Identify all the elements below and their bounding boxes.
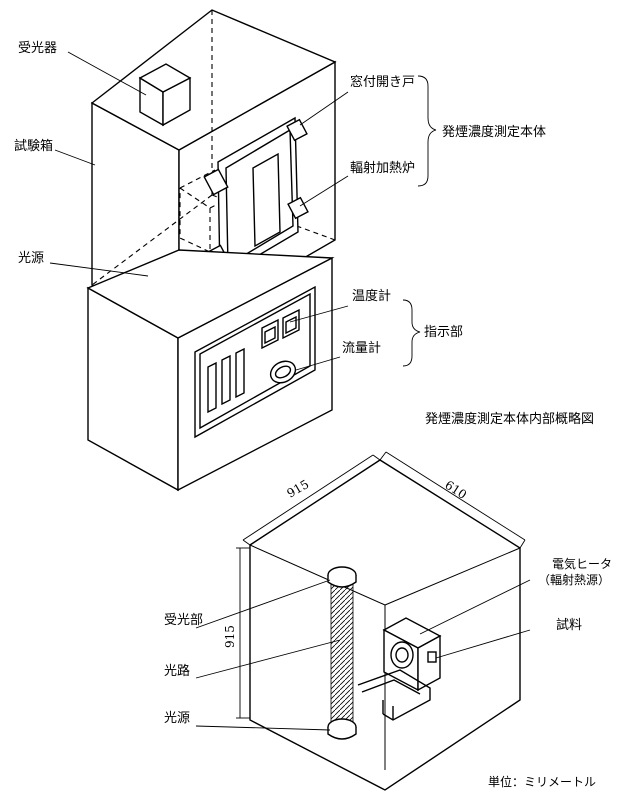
interior-box	[249, 459, 521, 791]
indicator-box	[86, 249, 335, 492]
label-receiver-part: 受光部	[164, 613, 203, 628]
interior-title: 発煙濃度測定本体内部概略図	[425, 411, 594, 427]
label-test-box: 試験箱	[14, 138, 53, 154]
label-receiver: 受光器	[18, 41, 57, 56]
dimension-lines	[236, 451, 526, 719]
label-heater-line2: （輻射熱源）	[538, 572, 610, 587]
label-thermometer: 温度計	[352, 288, 391, 304]
label-radiant-furnace: 輻射加熱炉	[350, 160, 415, 176]
light-path-column	[327, 566, 357, 740]
leader-lines-lower	[195, 579, 531, 731]
label-unit: 単位：ミリメートル	[488, 774, 596, 789]
heater-assembly	[357, 617, 442, 721]
leader-lines-upper	[49, 51, 437, 371]
window-door	[203, 116, 309, 280]
label-light-source-top: 光源	[18, 251, 44, 266]
label-window-door: 窓付開き戸	[350, 74, 415, 90]
dim-height: 915	[223, 625, 237, 648]
receiver-cube	[138, 63, 192, 127]
dim-width: 915	[285, 477, 312, 501]
label-specimen: 試料	[556, 617, 582, 633]
label-indicator: 指示部	[424, 325, 463, 340]
label-main-body: 発煙濃度測定本体	[442, 124, 546, 140]
label-flowmeter: 流量計	[342, 340, 381, 356]
label-heater-line1: 電気ヒータ	[552, 556, 612, 571]
label-light-path: 光路	[164, 663, 190, 679]
dim-depth: 610	[442, 478, 469, 502]
label-light-source-bottom: 光源	[164, 711, 190, 726]
